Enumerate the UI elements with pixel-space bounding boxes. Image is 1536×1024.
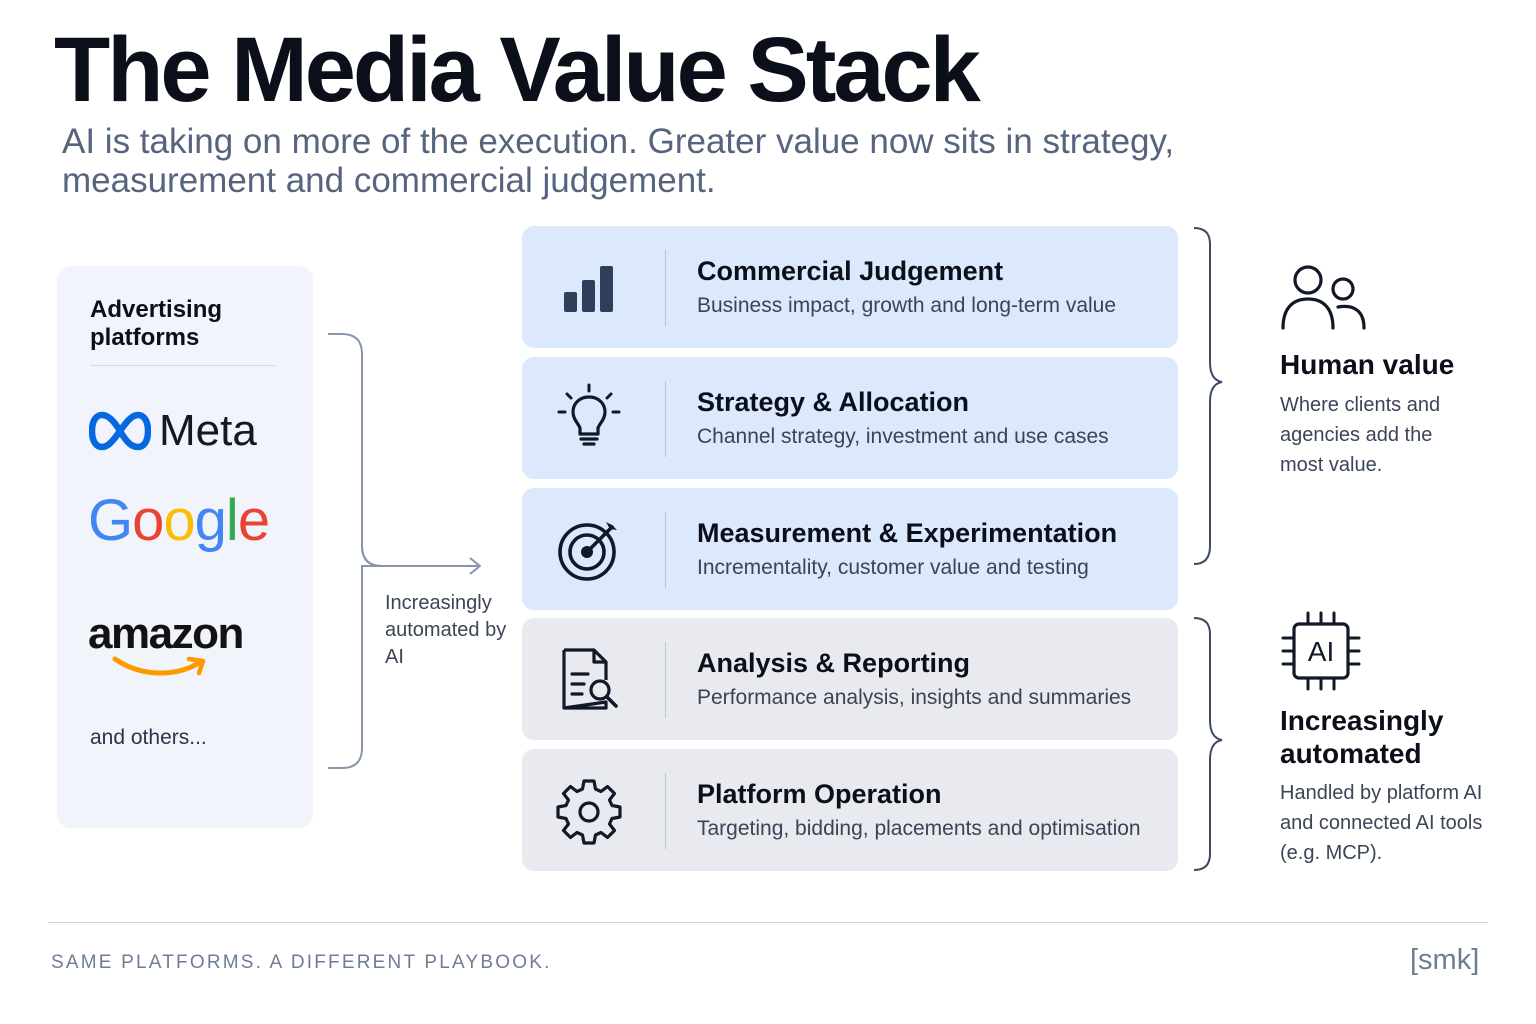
stack-row-strategy-allocation: Strategy & Allocation Channel strategy, … (522, 357, 1178, 479)
footer-tagline: SAME PLATFORMS. A DIFFERENT PLAYBOOK. (51, 952, 552, 973)
row-divider (665, 773, 666, 849)
group-braces (1193, 227, 1223, 871)
row-description: Performance analysis, insights and summa… (697, 686, 1132, 709)
ai-chip-label: AI (1308, 636, 1334, 667)
platforms-divider (90, 365, 276, 366)
document-search-icon (562, 648, 618, 710)
row-title: Measurement & Experimentation (697, 518, 1118, 548)
platforms-title: Advertising platforms (90, 296, 223, 351)
row-description: Business impact, growth and long-term va… (697, 294, 1117, 317)
meta-logo: Meta (89, 408, 257, 454)
ai-chip-icon: AI (1281, 611, 1361, 691)
row-description: Targeting, bidding, placements and optim… (697, 817, 1141, 840)
platforms-bracket-arrow (328, 333, 481, 769)
meta-infinity-icon (89, 411, 151, 451)
stack-row-analysis-reporting: Analysis & Reporting Performance analysi… (522, 618, 1178, 740)
row-title: Commercial Judgement (697, 256, 1004, 286)
target-icon (558, 522, 617, 581)
page-subtitle: AI is taking on more of the execution. G… (62, 122, 1175, 200)
lightbulb-icon (557, 383, 621, 446)
row-divider (665, 250, 666, 326)
row-divider (665, 512, 666, 588)
amazon-wordmark: amazon (88, 609, 244, 658)
gear-icon (556, 779, 622, 845)
row-title: Analysis & Reporting (697, 648, 971, 678)
stack-row-measurement-experimentation: Measurement & Experimentation Incrementa… (522, 488, 1178, 610)
row-title: Platform Operation (697, 779, 942, 809)
row-title: Strategy & Allocation (697, 387, 970, 417)
row-description: Channel strategy, investment and use cas… (697, 425, 1109, 448)
bar-chart-icon (564, 266, 613, 312)
row-description: Incrementality, customer value and testi… (697, 556, 1089, 579)
google-wordmark: Google (88, 488, 270, 553)
human-value-description: Where clients and agencies add the most … (1280, 394, 1441, 476)
platforms-panel: Advertising platforms Meta Google amazon… (57, 266, 313, 828)
meta-wordmark: Meta (159, 406, 257, 455)
automated-title: Increasingly automated (1280, 705, 1444, 769)
people-icon (1281, 265, 1366, 330)
human-value-title: Human value (1280, 349, 1455, 380)
footer-divider (48, 922, 1488, 923)
automated-description: Handled by platform AI and connected AI … (1280, 782, 1483, 864)
page-title: The Media Value Stack (54, 19, 981, 121)
automation-label: Increasingly automated by AI (385, 592, 507, 668)
row-divider (665, 642, 666, 718)
platforms-others: and others... (90, 726, 207, 749)
stack-row-commercial-judgement: Commercial Judgement Business impact, gr… (522, 226, 1178, 348)
amazon-smile-icon (112, 656, 206, 676)
row-divider (665, 381, 666, 457)
smk-logo: [smk] (1410, 944, 1480, 976)
stack-row-platform-operation: Platform Operation Targeting, bidding, p… (522, 749, 1178, 871)
